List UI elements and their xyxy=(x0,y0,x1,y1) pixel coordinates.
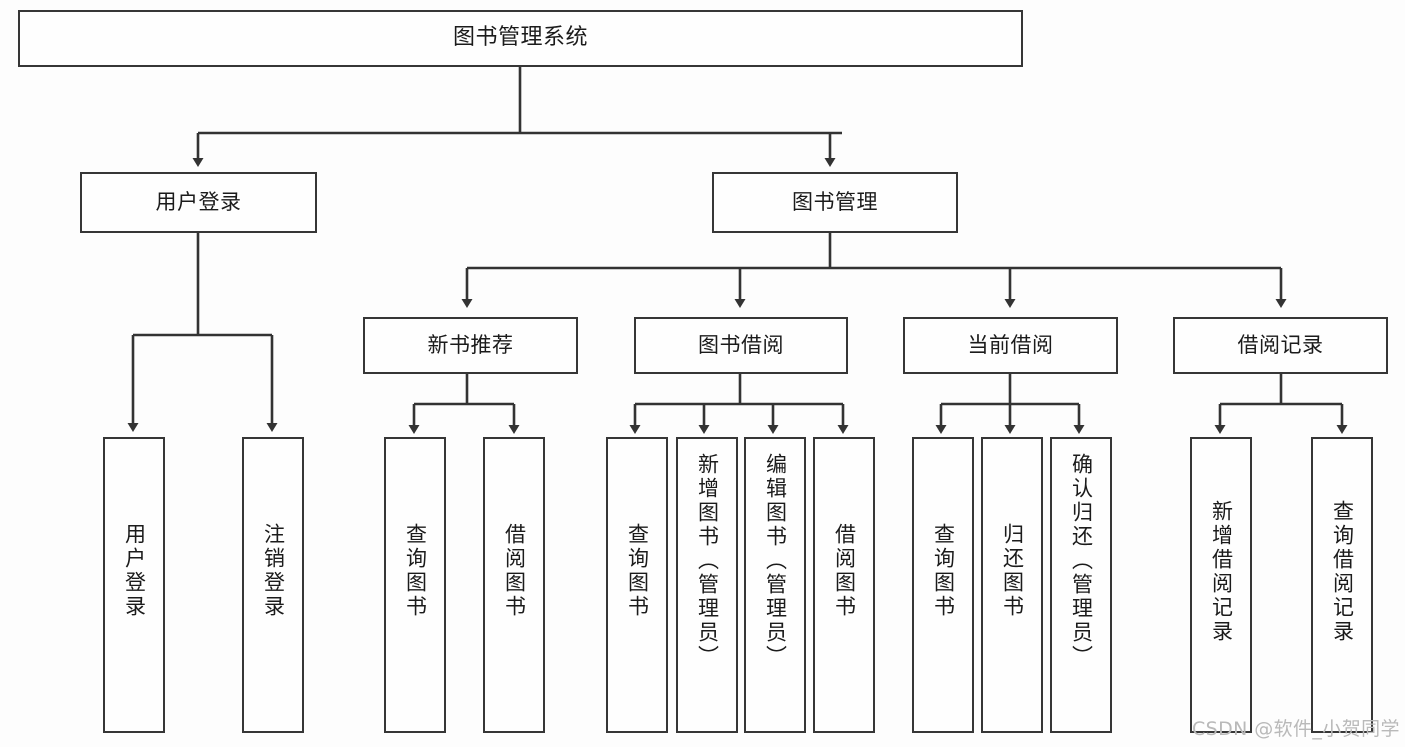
leaf-user-login-do[interactable]: 用户登录 xyxy=(103,437,165,733)
watermark-text: CSDN @软件_小贺同学 xyxy=(1192,718,1400,740)
node-label: 编辑图书（管理员） xyxy=(763,453,788,669)
node-label: 借阅图书 xyxy=(502,523,527,619)
leaf-user-logout[interactable]: 注销登录 xyxy=(242,437,304,733)
node-label: 借阅图书 xyxy=(832,523,857,619)
node-label: 用户登录 xyxy=(155,189,242,214)
node-label: 查询图书 xyxy=(403,523,428,619)
node-label: 当前借阅 xyxy=(967,332,1054,357)
node-label: 图书借阅 xyxy=(698,332,784,357)
node-label: 新书推荐 xyxy=(427,332,514,357)
node-borrow-record[interactable]: 借阅记录 xyxy=(1173,317,1388,374)
leaf-record-add-record[interactable]: 新增借阅记录 xyxy=(1190,437,1252,733)
node-label: 归还图书 xyxy=(1000,523,1025,619)
node-user-login[interactable]: 用户登录 xyxy=(80,172,317,233)
node-root-system[interactable]: 图书管理系统 xyxy=(18,10,1023,67)
node-label: 查询图书 xyxy=(931,523,956,619)
node-label: 确认归还（管理员） xyxy=(1069,453,1094,669)
node-label: 借阅记录 xyxy=(1237,332,1324,357)
leaf-current-confirm-return-admin[interactable]: 确认归还（管理员） xyxy=(1050,437,1112,733)
leaf-borrow-add-book-admin[interactable]: 新增图书（管理员） xyxy=(676,437,738,733)
node-book-borrow[interactable]: 图书借阅 xyxy=(634,317,848,374)
node-new-book-recommend[interactable]: 新书推荐 xyxy=(363,317,578,374)
leaf-borrow-borrow-book[interactable]: 借阅图书 xyxy=(813,437,875,733)
node-label: 新增借阅记录 xyxy=(1209,500,1234,644)
node-label: 图书管理 xyxy=(792,189,878,214)
leaf-record-query-record[interactable]: 查询借阅记录 xyxy=(1311,437,1373,733)
leaf-recommend-borrow-book[interactable]: 借阅图书 xyxy=(483,437,545,733)
node-label: 新增图书（管理员） xyxy=(695,453,720,669)
node-current-borrow[interactable]: 当前借阅 xyxy=(903,317,1118,374)
node-label: 图书管理系统 xyxy=(452,25,588,51)
leaf-recommend-query-book[interactable]: 查询图书 xyxy=(384,437,446,733)
leaf-borrow-query-book[interactable]: 查询图书 xyxy=(606,437,668,733)
node-label: 查询图书 xyxy=(625,523,650,619)
node-label: 注销登录 xyxy=(261,523,286,619)
node-book-management[interactable]: 图书管理 xyxy=(712,172,958,233)
leaf-current-query-book[interactable]: 查询图书 xyxy=(912,437,974,733)
leaf-borrow-edit-book-admin[interactable]: 编辑图书（管理员） xyxy=(744,437,806,733)
node-label: 查询借阅记录 xyxy=(1330,500,1355,644)
leaf-current-return-book[interactable]: 归还图书 xyxy=(981,437,1043,733)
node-label: 用户登录 xyxy=(122,523,147,619)
